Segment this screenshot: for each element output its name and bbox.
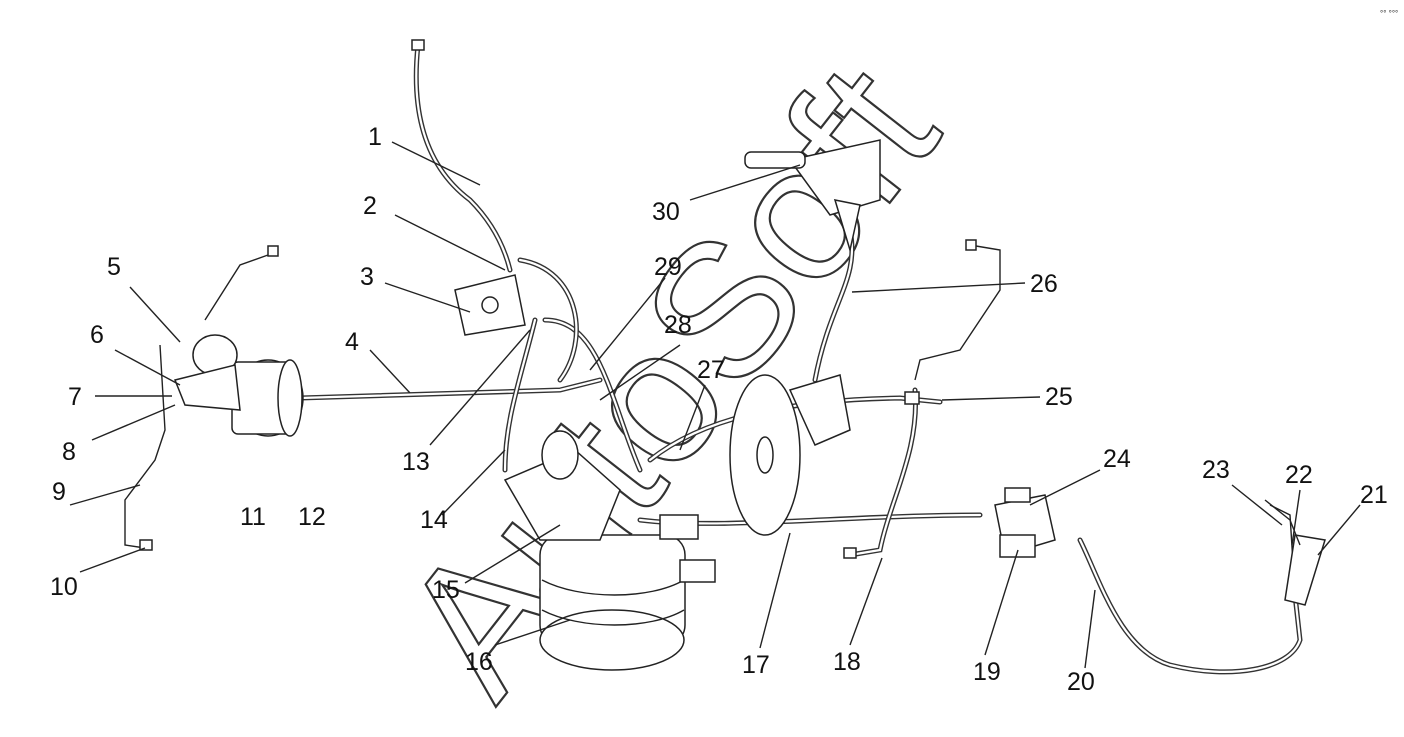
label-19: 19 bbox=[973, 658, 1001, 686]
label-12: 12 bbox=[298, 503, 326, 531]
label-1: 1 bbox=[368, 123, 382, 151]
corner-mark: °° °°° bbox=[1380, 9, 1398, 18]
label-26: 26 bbox=[1030, 270, 1058, 298]
label-13: 13 bbox=[402, 448, 430, 476]
label-17: 17 bbox=[742, 651, 770, 679]
label-20: 20 bbox=[1067, 668, 1095, 696]
label-18: 18 bbox=[833, 648, 861, 676]
label-9: 9 bbox=[52, 478, 66, 506]
label-5: 5 bbox=[107, 253, 121, 281]
label-8: 8 bbox=[62, 438, 76, 466]
components bbox=[139, 39, 1326, 671]
label-7: 7 bbox=[68, 383, 82, 411]
label-4: 4 bbox=[345, 328, 359, 356]
label-21: 21 bbox=[1360, 481, 1388, 509]
label-10: 10 bbox=[50, 573, 78, 601]
label-25: 25 bbox=[1045, 383, 1073, 411]
label-28: 28 bbox=[664, 311, 692, 339]
coupling-head bbox=[1284, 534, 1326, 606]
label-3: 3 bbox=[360, 263, 374, 291]
pipes bbox=[124, 42, 1303, 675]
label-2: 2 bbox=[363, 192, 377, 220]
handbrake bbox=[788, 139, 881, 216]
label-15: 15 bbox=[432, 576, 460, 604]
label-24: 24 bbox=[1103, 445, 1131, 473]
label-16: 16 bbox=[465, 648, 493, 676]
label-29: 29 bbox=[654, 253, 682, 281]
label-22: 22 bbox=[1285, 461, 1313, 489]
label-27: 27 bbox=[697, 356, 725, 384]
label-11: 11 bbox=[240, 503, 266, 531]
label-23: 23 bbox=[1202, 456, 1230, 484]
label-6: 6 bbox=[90, 321, 104, 349]
label-30: 30 bbox=[652, 198, 680, 226]
part-labels: 1 2 3 4 5 6 7 8 9 10 11 12 13 14 15 16 1… bbox=[50, 123, 1388, 696]
leader-lines bbox=[69, 141, 1361, 669]
label-14: 14 bbox=[420, 506, 448, 534]
